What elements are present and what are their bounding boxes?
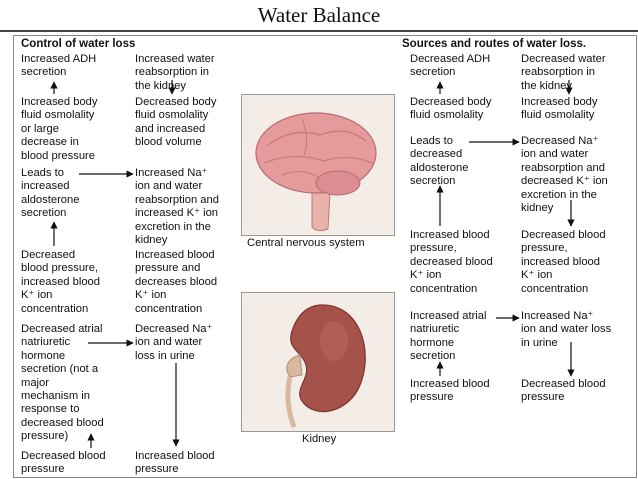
right-c1-item: Decreased ADH secretion (410, 53, 491, 79)
left-c1-item: Increased body fluid osmolality or large… (21, 96, 98, 162)
kidney-caption: Kidney (302, 433, 337, 445)
kidney-icon (285, 304, 366, 428)
left-c1-item: Leads to increased aldosterone secretion (21, 167, 80, 220)
right-c1-item: Leads to decreased aldosterone secretion (410, 135, 469, 188)
right-c1-item: Decreased body fluid osmolality (410, 96, 492, 122)
left-c1-item: Decreased atrial natriuretic hormone sec… (21, 323, 104, 443)
page-title: Water Balance (257, 3, 381, 27)
left-c2-item: Decreased body fluid osmolality and incr… (135, 96, 217, 149)
brain-illustration (241, 94, 395, 236)
left-c2-item: Increased water reabsorption in the kidn… (135, 53, 215, 92)
right-c2-item: Increased Na⁺ ion and water loss in urin… (521, 310, 612, 349)
right-c2-item: Decreased blood pressure (521, 378, 606, 404)
flow-arrows (50, 80, 575, 448)
right-c2-item: Decreased Na⁺ ion and water reabsorption… (521, 135, 608, 215)
left-c1-item: Decreased blood pressure (21, 450, 106, 476)
right-c2-item: Decreased water reabsorption in the kidn… (521, 53, 606, 92)
right-c2-item: Increased body fluid osmolality (521, 96, 598, 122)
diagram-panel: Control of water loss Increased ADH secr… (13, 35, 637, 478)
brain-caption: Central nervous system (247, 237, 365, 249)
right-c1-item: Increased blood pressure (410, 378, 490, 404)
title-rule (0, 30, 638, 32)
left-c2-item: Decreased Na⁺ ion and water loss in urin… (135, 323, 213, 362)
kidney-illustration (241, 292, 395, 432)
right-c1-item: Increased atrial natriuretic hormone sec… (410, 310, 487, 363)
left-header: Control of water loss (21, 38, 136, 50)
left-c2-item: Increased Na⁺ ion and water reabsorption… (135, 167, 219, 247)
left-c2-item: Increased blood pressure and decreases b… (135, 249, 218, 315)
right-c1-item: Increased blood pressure, decreased bloo… (410, 229, 493, 295)
right-c2-item: Decreased blood pressure, increased bloo… (521, 229, 606, 295)
right-header: Sources and routes of water loss. (402, 38, 587, 50)
left-c2-item: Increased blood pressure (135, 450, 215, 476)
left-c1-item: Decreased blood pressure, increased bloo… (21, 249, 100, 315)
brain-icon (255, 112, 377, 232)
left-c1-item: Increased ADH secretion (21, 53, 97, 79)
